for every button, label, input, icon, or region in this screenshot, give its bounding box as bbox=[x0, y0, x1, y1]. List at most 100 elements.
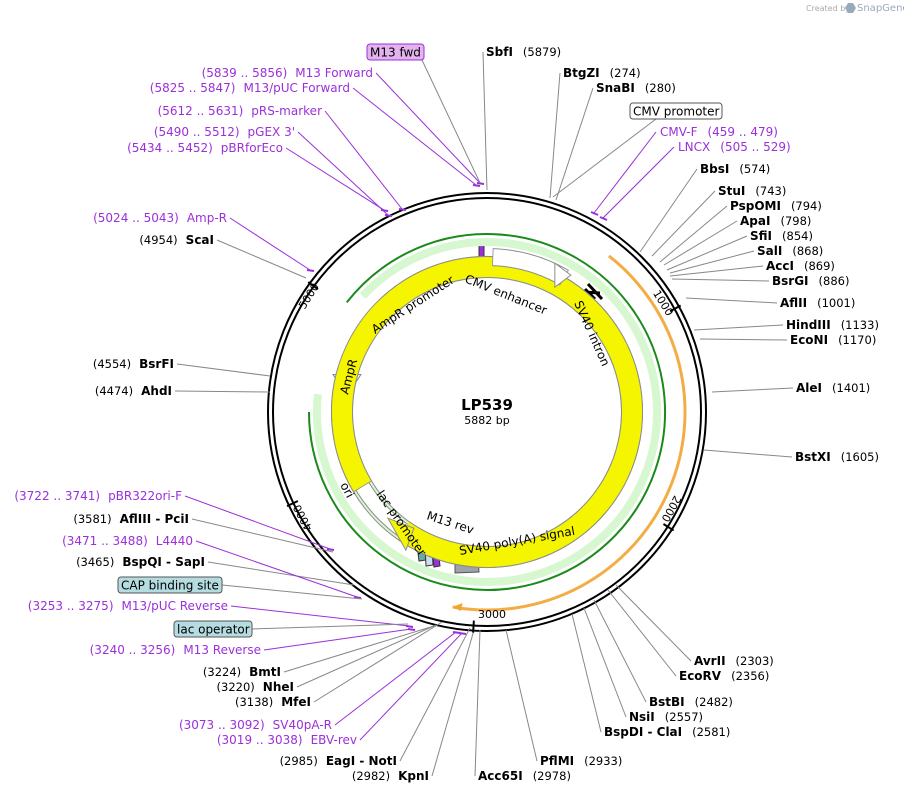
leader-line bbox=[174, 390, 271, 393]
site-sali[interactable]: SalI bbox=[757, 244, 782, 258]
site-pos-apai: (798) bbox=[780, 214, 811, 228]
box-cap-binding-site[interactable] bbox=[117, 576, 223, 594]
site-bmti[interactable]: BmtI bbox=[249, 665, 281, 679]
site-mfei[interactable]: MfeI bbox=[281, 695, 311, 709]
primer-prs-marker[interactable]: pRS-marker bbox=[251, 104, 322, 118]
ampr-arc[interactable] bbox=[308, 233, 666, 591]
leader-line bbox=[711, 387, 794, 393]
site-bspdi-clai[interactable]: BspDI - ClaI bbox=[604, 725, 682, 739]
tick-mark-4000 bbox=[286, 500, 299, 508]
leader-line bbox=[221, 584, 363, 600]
box-label-lac-operator: lac operator bbox=[177, 623, 250, 637]
leader-line bbox=[184, 495, 331, 550]
site-bstbi[interactable]: BstBI bbox=[649, 695, 685, 709]
site-bsrfi[interactable]: BsrFI bbox=[139, 357, 174, 371]
box-lac-operator[interactable] bbox=[173, 620, 253, 638]
site-pspomi[interactable]: PspOMI bbox=[730, 199, 781, 213]
site-pos-afliii-pcii: (3581) bbox=[73, 512, 111, 526]
leader-line bbox=[666, 235, 748, 271]
primer-pgex-3[interactable]: pGEX 3' bbox=[248, 125, 295, 139]
site-stui[interactable]: StuI bbox=[718, 184, 745, 198]
site-pos-nhei: (3220) bbox=[217, 680, 255, 694]
primer-l4440[interactable]: L4440 bbox=[156, 534, 193, 548]
site-nsii[interactable]: NsiI bbox=[629, 710, 655, 724]
site-acc65i[interactable]: Acc65I bbox=[478, 769, 523, 783]
primer-m13-puc-forward[interactable]: M13/pUC Forward bbox=[243, 81, 350, 95]
feature-label-ori[interactable]: ori bbox=[337, 480, 357, 500]
primer-site-mark bbox=[452, 631, 461, 634]
feature-label-m13-rev[interactable]: M13 rev bbox=[425, 509, 476, 537]
site-btgzi[interactable]: BtgZI bbox=[563, 66, 600, 80]
primer-m13-forward[interactable]: M13 Forward bbox=[295, 66, 373, 80]
site-pos-aflii: (1001) bbox=[817, 296, 855, 310]
site-bspqi-sapi[interactable]: BspQI - SapI bbox=[122, 555, 205, 569]
box-m13-fwd[interactable] bbox=[366, 43, 425, 61]
site-alei[interactable]: AleI bbox=[796, 381, 822, 395]
plasmid-name: LP539 bbox=[461, 396, 513, 414]
leader-line bbox=[615, 584, 692, 662]
leader-line bbox=[375, 72, 481, 184]
site-aflii[interactable]: AflII bbox=[780, 296, 807, 310]
site-pos-bbsi: (574) bbox=[739, 162, 770, 176]
site-pos-ecorv: (2356) bbox=[731, 669, 769, 683]
selection-arc[interactable] bbox=[452, 254, 687, 612]
primer-pbr322ori-f[interactable]: pBR322ori-F bbox=[108, 489, 182, 503]
primer-ebv-rev[interactable]: EBV-rev bbox=[311, 733, 357, 747]
site-afliii-pcii[interactable]: AflIII - PciI bbox=[120, 512, 189, 526]
backbone bbox=[267, 192, 707, 632]
leader-line bbox=[352, 87, 477, 186]
cmv-arrowhead-icon bbox=[554, 262, 572, 289]
primer-m13-puc-reverse[interactable]: M13/pUC Reverse bbox=[122, 599, 229, 613]
site-hindiii[interactable]: HindIII bbox=[786, 318, 831, 332]
site-ahdi[interactable]: AhdI bbox=[141, 384, 172, 398]
leader-line bbox=[431, 629, 475, 777]
site-pos-bmti: (3224) bbox=[203, 665, 241, 679]
box-cmv-promoter[interactable] bbox=[629, 102, 723, 120]
site-sbfi[interactable]: SbfI bbox=[486, 45, 513, 59]
site-snabi[interactable]: SnaBI bbox=[596, 81, 635, 95]
leader-line bbox=[555, 87, 594, 201]
ampr-glow bbox=[313, 238, 661, 586]
site-ecorv[interactable]: EcoRV bbox=[679, 669, 722, 683]
leader-line bbox=[296, 624, 437, 688]
site-pos-stui: (743) bbox=[755, 184, 786, 198]
site-eagi-noti[interactable]: EagI - NotI bbox=[326, 754, 397, 768]
site-pos-bspdi-clai: (2581) bbox=[692, 725, 730, 739]
leader-line bbox=[474, 629, 481, 777]
leader-line bbox=[176, 363, 271, 377]
site-pos-pspomi: (794) bbox=[791, 199, 822, 213]
site-pflmi[interactable]: PflMI bbox=[540, 754, 574, 768]
site-econi[interactable]: EcoNI bbox=[790, 333, 828, 347]
primer-site-mark bbox=[458, 632, 467, 635]
site-bstxi[interactable]: BstXI bbox=[795, 450, 831, 464]
site-bsrgi[interactable]: BsrGI bbox=[772, 274, 809, 288]
site-acci[interactable]: AccI bbox=[766, 259, 794, 273]
snapgene-brand: SnapGene bbox=[857, 3, 904, 14]
site-scai[interactable]: ScaI bbox=[186, 233, 214, 247]
site-pos-kpni: (2982) bbox=[352, 769, 390, 783]
site-nhei[interactable]: NheI bbox=[263, 680, 294, 694]
site-pos-sali: (868) bbox=[792, 244, 823, 258]
site-kpni[interactable]: KpnI bbox=[398, 769, 429, 783]
site-avrii[interactable]: AvrII bbox=[694, 654, 726, 668]
primer-pbrforeco[interactable]: pBRforEco bbox=[221, 141, 283, 155]
primer-m13-reverse[interactable]: M13 Reverse bbox=[183, 643, 261, 657]
site-pos-sbfi: (5879) bbox=[523, 45, 561, 59]
site-pos-alei: (1401) bbox=[832, 381, 870, 395]
site-apai[interactable]: ApaI bbox=[740, 214, 770, 228]
primer-lncx[interactable]: LNCX bbox=[678, 140, 710, 154]
primer-pos-ebv-rev: (3019 .. 3038) bbox=[217, 733, 303, 747]
site-bbsi[interactable]: BbsI bbox=[700, 162, 729, 176]
site-sfii[interactable]: SfiI bbox=[750, 229, 772, 243]
primer-sv40pa-r[interactable]: SV40pA-R bbox=[273, 718, 332, 732]
primer-pos-m13-reverse: (3240 .. 3256) bbox=[90, 643, 176, 657]
primer-amp-r[interactable]: Amp-R bbox=[187, 211, 227, 225]
leader-line bbox=[651, 190, 716, 257]
leader-line bbox=[685, 297, 778, 304]
leader-line bbox=[659, 205, 728, 263]
site-pos-bspqi-sapi: (3465) bbox=[76, 555, 114, 569]
primer-cmv-f[interactable]: CMV-F bbox=[660, 125, 698, 139]
primer-site-mark bbox=[384, 214, 393, 217]
leader-line bbox=[313, 621, 443, 703]
